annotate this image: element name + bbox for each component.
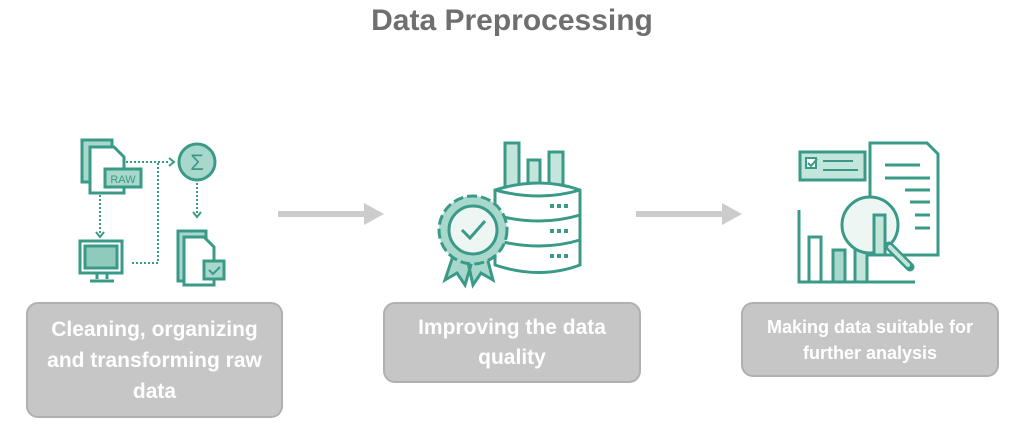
step-cleaning-box: Cleaning, organizing and transforming ra… xyxy=(26,302,283,418)
step-analysis-box: Making data suitable for further analysi… xyxy=(741,302,999,377)
arrow-right xyxy=(278,202,388,231)
svg-text:Σ: Σ xyxy=(190,150,204,175)
raw-label: RAW xyxy=(110,174,136,186)
step-quality-box: Improving the data quality xyxy=(383,302,641,383)
raw-data-transform-icon: RAW Σ xyxy=(78,138,226,287)
analysis-report-icon xyxy=(797,141,940,284)
page-title: Data Preprocessing xyxy=(371,4,653,37)
quality-database-icon xyxy=(437,141,582,289)
arrow-right xyxy=(636,202,746,231)
